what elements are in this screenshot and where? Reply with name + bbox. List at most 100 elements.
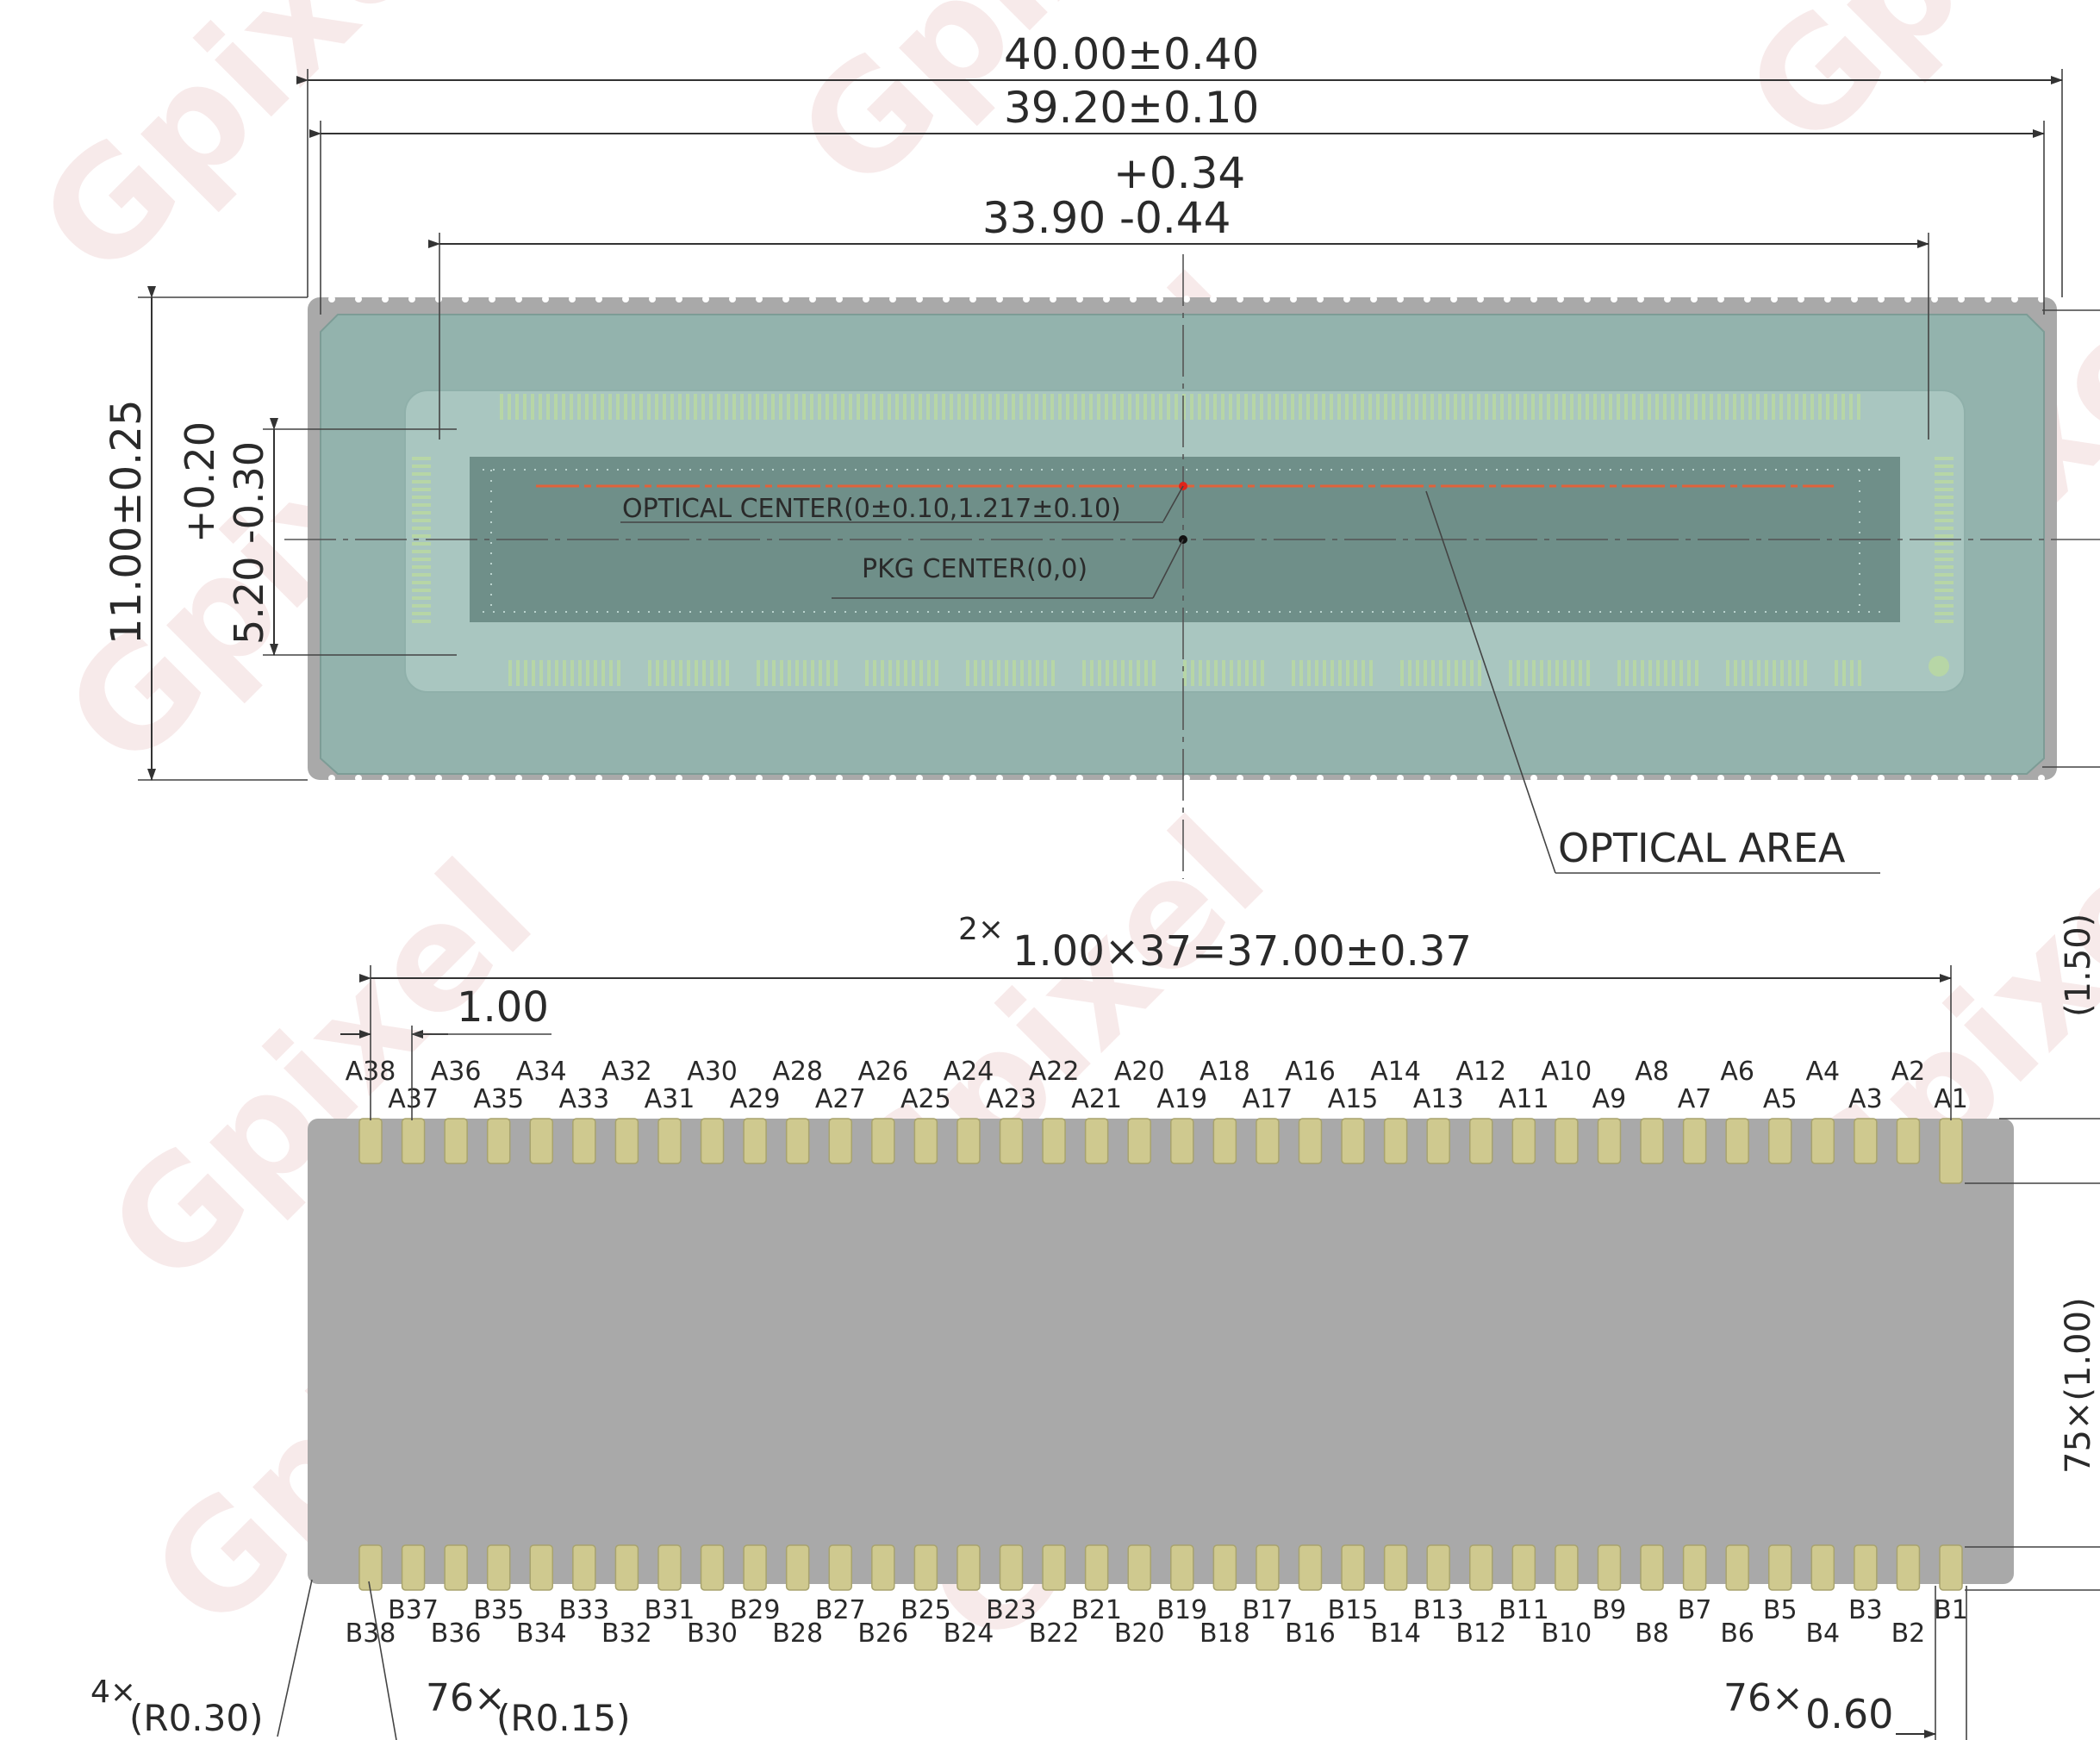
bond-pad-top bbox=[1562, 394, 1566, 420]
pin-label: A30 bbox=[687, 1057, 738, 1087]
bond-pad-top bbox=[1213, 394, 1217, 420]
bond-pad-top bbox=[957, 394, 961, 420]
bond-pad-bottom bbox=[1455, 660, 1458, 686]
bond-pad-top bbox=[1330, 394, 1333, 420]
bond-pad-top bbox=[1725, 394, 1729, 420]
bond-pad-bottom bbox=[989, 660, 993, 686]
bond-pad-bottom bbox=[1664, 660, 1667, 686]
pad-a bbox=[871, 1118, 895, 1164]
pin-label: A16 bbox=[1285, 1057, 1336, 1087]
pin-label: B1 bbox=[1934, 1595, 1968, 1625]
bond-pad-top bbox=[1423, 394, 1426, 420]
pin-label: B25 bbox=[900, 1595, 951, 1625]
bond-pad-bottom bbox=[1439, 660, 1443, 686]
bond-pad-bottom bbox=[1230, 660, 1233, 686]
bond-pad-top bbox=[1648, 394, 1651, 420]
bond-pad-top bbox=[1229, 394, 1232, 420]
pin-label: A33 bbox=[558, 1084, 609, 1114]
bond-pad-bottom bbox=[1144, 660, 1148, 686]
edge-notch-top bbox=[1851, 296, 1858, 302]
bond-pad-top bbox=[973, 394, 976, 420]
pad-a bbox=[1256, 1118, 1280, 1164]
pad-b bbox=[529, 1544, 554, 1591]
bond-pad-right bbox=[1935, 488, 1954, 491]
bond-pad-bottom bbox=[1780, 660, 1784, 686]
bond-pad-top bbox=[1663, 394, 1667, 420]
edge-notch-top bbox=[408, 296, 415, 302]
pin-label: B36 bbox=[431, 1618, 482, 1649]
edge-notch-top bbox=[836, 296, 843, 302]
edge-notch-bottom bbox=[1023, 775, 1030, 782]
pad-radius-count: 76× bbox=[426, 1676, 506, 1720]
bond-pad-top bbox=[1345, 394, 1349, 420]
pad-a bbox=[529, 1118, 554, 1164]
bond-pad-bottom bbox=[919, 660, 923, 686]
edge-notch-top bbox=[1183, 296, 1190, 302]
bond-pad-bottom bbox=[1137, 660, 1140, 686]
bond-pad-top bbox=[1469, 394, 1473, 420]
bond-pad-bottom bbox=[1113, 660, 1117, 686]
bond-pad-top bbox=[1555, 394, 1558, 420]
bond-pad-bottom bbox=[1222, 660, 1225, 686]
bond-pad-top bbox=[1531, 394, 1535, 420]
bond-pad-top bbox=[1609, 394, 1612, 420]
edge-notch-bottom bbox=[1904, 775, 1911, 782]
pin-label: A32 bbox=[601, 1057, 652, 1087]
bond-pad-left bbox=[412, 527, 431, 530]
edge-notch-bottom bbox=[1931, 775, 1938, 782]
bond-pad-bottom bbox=[1183, 660, 1187, 686]
pad-radius-leader bbox=[368, 1581, 397, 1740]
edge-notch-top bbox=[1370, 296, 1377, 302]
pad-a bbox=[1383, 1118, 1408, 1164]
bond-pad-top bbox=[577, 394, 581, 420]
edge-notch-top bbox=[943, 296, 950, 302]
bond-pad-top bbox=[1834, 394, 1837, 420]
edge-notch-bottom bbox=[1477, 775, 1484, 782]
bond-pad-top bbox=[1027, 394, 1031, 420]
edge-notch-top bbox=[1637, 296, 1644, 302]
bond-pad-right bbox=[1935, 565, 1954, 569]
pad-a bbox=[1127, 1118, 1151, 1164]
pad-b bbox=[1810, 1544, 1835, 1591]
edge-notch-bottom bbox=[1370, 775, 1377, 782]
bond-pad-top bbox=[942, 394, 945, 420]
dim-height: 11.00±0.25 bbox=[103, 399, 151, 645]
pad-b bbox=[401, 1544, 426, 1591]
bond-pad-top bbox=[1779, 394, 1783, 420]
bond-pad-top bbox=[663, 394, 666, 420]
bond-pad-right bbox=[1935, 589, 1954, 592]
pin-label: A27 bbox=[815, 1084, 866, 1114]
bond-pad-bottom bbox=[912, 660, 915, 686]
bond-pad-top bbox=[1795, 394, 1798, 420]
bond-pad-bottom bbox=[1695, 660, 1698, 686]
pad-a bbox=[1640, 1118, 1664, 1164]
bond-pad-top bbox=[1299, 394, 1302, 420]
edge-notch-bottom bbox=[809, 775, 816, 782]
bond-pad-bottom bbox=[1548, 660, 1551, 686]
bond-pad-right bbox=[1935, 472, 1954, 476]
bond-pad-bottom bbox=[1299, 660, 1303, 686]
edge-notch-top bbox=[996, 296, 1003, 302]
bond-pad-bottom bbox=[1013, 660, 1016, 686]
edge-notch-bottom bbox=[1798, 775, 1804, 782]
bond-pad-top bbox=[1244, 394, 1248, 420]
bond-pad-top bbox=[1283, 394, 1287, 420]
pad-a bbox=[358, 1118, 383, 1164]
pkg-center-label: PKG CENTER(0,0) bbox=[862, 554, 1087, 584]
bond-pad-top bbox=[802, 394, 806, 420]
bond-pad-left bbox=[412, 488, 431, 491]
pad-radius: (R0.15) bbox=[496, 1697, 630, 1739]
bond-pad-left bbox=[412, 534, 431, 538]
dim-pitch-single: 1.00 bbox=[457, 983, 549, 1032]
bond-pad-top bbox=[818, 394, 821, 420]
bond-pad-right bbox=[1935, 550, 1954, 553]
edge-notch-top bbox=[1584, 296, 1591, 302]
bond-pad-bottom bbox=[1408, 660, 1411, 686]
bond-pad-right bbox=[1935, 573, 1954, 577]
edge-notch-top bbox=[1530, 296, 1537, 302]
pad-a bbox=[1767, 1118, 1792, 1164]
bond-pad-bottom bbox=[1253, 660, 1256, 686]
edge-notch-top bbox=[1130, 296, 1137, 302]
edge-notch-bottom bbox=[328, 775, 335, 782]
edge-notch-top bbox=[1424, 296, 1430, 302]
